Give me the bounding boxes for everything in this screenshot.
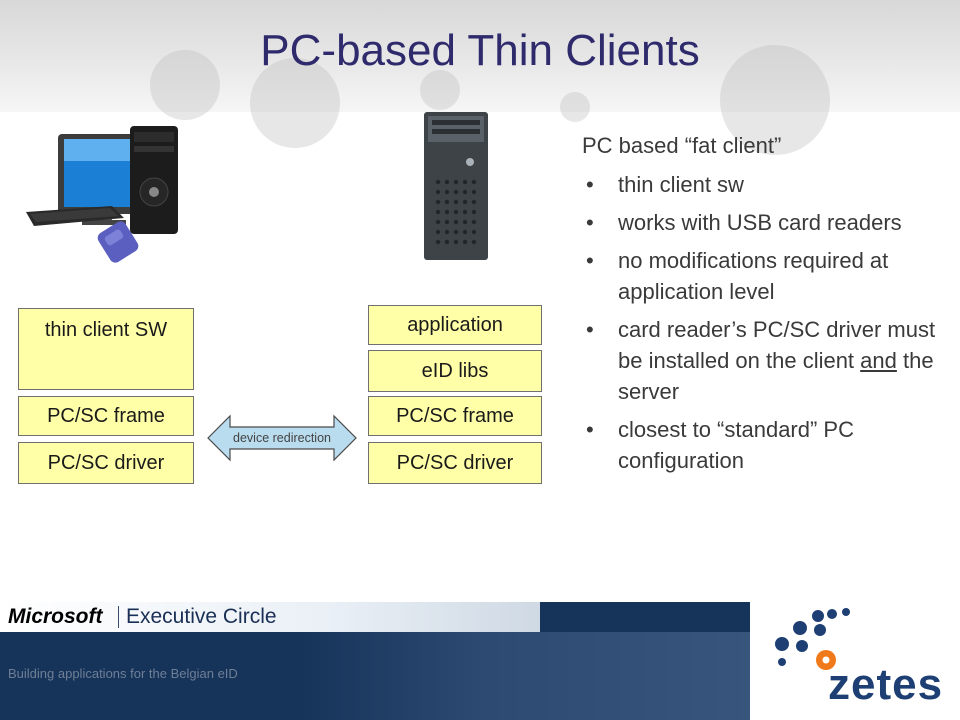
list-item: • works with USB card readers	[582, 207, 942, 238]
client-pcsc-frame-label: PC/SC frame	[47, 404, 165, 427]
zetes-dots-icon	[775, 608, 850, 670]
bullet-text-before: card reader’s PC/SC driver must be insta…	[618, 317, 936, 373]
list-item: • closest to “standard” PC configuration	[582, 414, 942, 476]
server-pcsc-driver-box: PC/SC driver	[368, 442, 542, 484]
list-item: • card reader’s PC/SC driver must be inst…	[582, 314, 942, 407]
bullet-text: thin client sw	[618, 172, 744, 197]
device-redirection-arrow: device redirection	[207, 414, 357, 462]
bullet-heading: PC based “fat client”	[582, 133, 782, 158]
bullet-list: PC based “fat client” • thin client sw • w…	[582, 130, 942, 483]
bullet-text: closest to “standard” PC configuration	[618, 417, 854, 473]
title-band	[0, 0, 960, 155]
bullet-text-after: the server	[618, 348, 934, 404]
client-pcsc-driver-box: PC/SC driver	[18, 442, 194, 484]
desktop-pc-with-card-reader-icon	[26, 126, 178, 263]
microsoft-logo: Microsoft	[8, 605, 103, 628]
list-item: • thin client sw	[582, 169, 942, 200]
bullet-icon: •	[586, 248, 594, 273]
executive-circle-label: Executive Circle	[126, 605, 277, 628]
server-pcsc-frame-label: PC/SC frame	[396, 404, 514, 427]
bullet-text-underlined: and	[860, 348, 897, 373]
device-redirection-label: device redirection	[233, 431, 331, 445]
zetes-logo-area	[750, 598, 960, 720]
zetes-logo-text: zetes	[828, 660, 944, 709]
thin-client-sw-label: thin client SW	[44, 319, 168, 341]
bullet-icon: •	[586, 210, 594, 235]
list-item: • no modifications required at applicatio…	[582, 245, 942, 307]
bullet-text: works with USB card readers	[618, 210, 902, 235]
decorative-circle	[720, 45, 830, 155]
application-box: application	[368, 305, 542, 345]
decorative-circle	[560, 92, 590, 122]
thin-client-sw-box: thin client SW	[18, 308, 194, 390]
executive-circle-strip: Microsoft Executive Circle	[0, 602, 540, 632]
bullet-icon: •	[586, 172, 594, 197]
tower-server-icon	[424, 112, 488, 260]
decorative-circle	[250, 58, 340, 148]
logo-divider	[118, 606, 119, 628]
background-photo-strip	[300, 632, 760, 720]
slide-title: PC-based Thin Clients	[260, 26, 700, 75]
decorative-circle	[150, 50, 220, 120]
server-pcsc-frame-box: PC/SC frame	[368, 396, 542, 436]
decorative-circle	[420, 70, 460, 110]
bullet-icon: •	[586, 317, 594, 342]
application-label: application	[407, 313, 503, 336]
client-pcsc-frame-box: PC/SC frame	[18, 396, 194, 436]
bullet-icon: •	[586, 417, 594, 442]
bullet-text: no modifications required at application…	[618, 248, 889, 304]
eid-libs-label: eID libs	[421, 359, 489, 382]
client-pcsc-driver-label: PC/SC driver	[47, 451, 165, 474]
eid-libs-box: eID libs	[368, 350, 542, 392]
server-pcsc-driver-label: PC/SC driver	[396, 451, 514, 474]
footer-text: Building applications for the Belgian eI…	[8, 666, 238, 681]
